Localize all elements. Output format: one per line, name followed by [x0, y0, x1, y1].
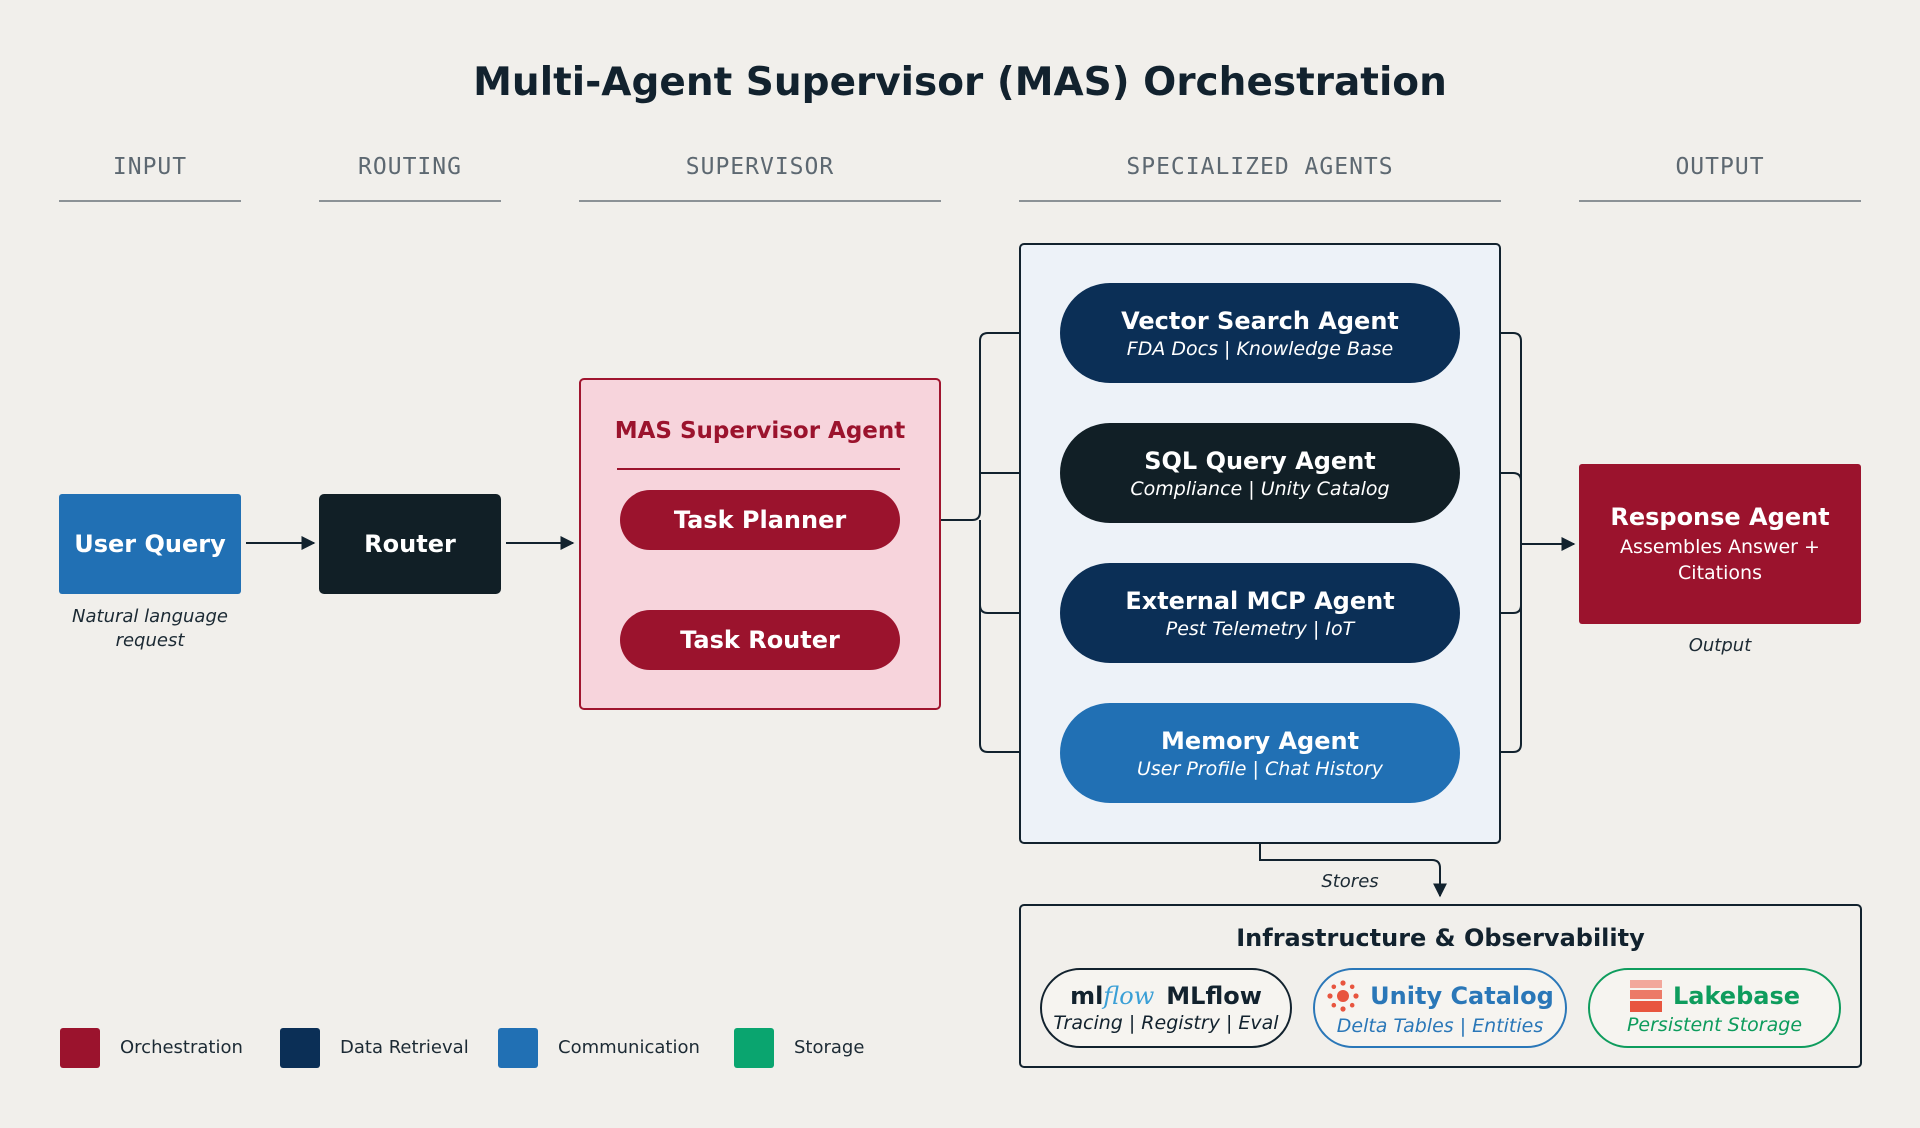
response-agent-title: Response Agent — [1610, 502, 1830, 531]
mlflow-node[interactable]: mlflow MLflow Tracing | Registry | Eval — [1040, 968, 1292, 1048]
legend-swatch-communication — [498, 1028, 538, 1068]
mlflow-logo-ml: ml — [1070, 982, 1104, 1010]
user-query-label: User Query — [74, 530, 226, 558]
legend-swatch-storage — [734, 1028, 774, 1068]
agent-sources: FDA Docs | Knowledge Base — [1126, 337, 1394, 360]
router-node[interactable]: Router — [319, 494, 501, 594]
legend-swatch-orchestration — [60, 1028, 100, 1068]
lakebase-node[interactable]: Lakebase Persistent Storage — [1588, 968, 1841, 1048]
infrastructure-title: Infrastructure & Observability — [1236, 924, 1645, 952]
column-header-input: INPUT — [59, 152, 241, 202]
unity-catalog-icon — [1327, 980, 1359, 1012]
sql-query-agent[interactable]: SQL Query Agent Compliance | Unity Catal… — [1060, 423, 1460, 523]
fanout-planner-to-agents — [903, 326, 1054, 521]
fanin-vector-agent — [1466, 332, 1522, 544]
mlflow-name: MLflow — [1166, 982, 1262, 1010]
agent-sources: User Profile | Chat History — [1137, 757, 1383, 780]
agent-sources: Pest Telemetry | IoT — [1165, 617, 1355, 640]
output-caption: Output — [1688, 635, 1752, 656]
column-header-agents: SPECIALIZED AGENTS — [1019, 152, 1501, 202]
arrow-stores-to-infra — [1259, 804, 1447, 898]
legend-label-communication: Communication — [558, 1037, 700, 1058]
mlflow-logo-icon: mlflow — [1070, 982, 1154, 1010]
user-query-caption: Natural language request — [72, 606, 228, 651]
lakebase-name: Lakebase — [1672, 982, 1801, 1010]
column-header-output: OUTPUT — [1579, 152, 1861, 202]
agent-sources: Compliance | Unity Catalog — [1130, 477, 1390, 500]
agent-name: SQL Query Agent — [1144, 446, 1376, 475]
legend-swatch-data-retrieval — [280, 1028, 320, 1068]
stores-label: Stores — [1321, 871, 1379, 892]
legend-label-data-retrieval: Data Retrieval — [340, 1037, 469, 1058]
fanout-to-memory-agent — [979, 605, 1054, 759]
unity-catalog-node[interactable]: Unity Catalog Delta Tables | Entities — [1313, 968, 1567, 1048]
fanin-memory-agent — [1466, 544, 1522, 753]
supervisor-title: MAS Supervisor Agent — [614, 418, 906, 444]
unity-catalog-sub: Delta Tables | Entities — [1336, 1015, 1544, 1037]
task-router-node[interactable]: Task Router — [620, 610, 900, 670]
unity-catalog-header: Unity Catalog — [1326, 979, 1554, 1013]
response-agent-sub: Assembles Answer + Citations — [1620, 535, 1820, 584]
lakebase-sub: Persistent Storage — [1626, 1014, 1803, 1036]
page-title: Multi-Agent Supervisor (MAS) Orchestrati… — [473, 60, 1447, 105]
legend-label-storage: Storage — [794, 1037, 865, 1058]
legend-label-orchestration: Orchestration — [120, 1037, 243, 1058]
external-mcp-agent[interactable]: External MCP Agent Pest Telemetry | IoT — [1060, 563, 1460, 663]
memory-agent[interactable]: Memory Agent User Profile | Chat History — [1060, 703, 1460, 803]
column-header-routing: ROUTING — [319, 152, 501, 202]
mlflow-logo-flow: flow — [1103, 982, 1155, 1010]
lakebase-icon — [1629, 980, 1662, 1012]
mlflow-sub: Tracing | Registry | Eval — [1053, 1012, 1279, 1034]
agent-name: Vector Search Agent — [1121, 306, 1399, 335]
response-agent-node[interactable]: Response Agent Assembles Answer + Citati… — [1579, 464, 1861, 624]
agent-name: Memory Agent — [1160, 726, 1360, 755]
task-planner-node[interactable]: Task Planner — [620, 490, 900, 550]
column-header-supervisor: SUPERVISOR — [579, 152, 941, 202]
user-query-node[interactable]: User Query — [59, 494, 241, 594]
agent-name: External MCP Agent — [1125, 586, 1395, 615]
unity-catalog-name: Unity Catalog — [1370, 982, 1554, 1010]
router-label: Router — [364, 530, 456, 558]
fanin-sql-agent — [1466, 472, 1522, 482]
lakebase-header: Lakebase — [1629, 980, 1800, 1012]
supervisor-divider — [617, 468, 900, 470]
mlflow-header: mlflow MLflow — [1070, 982, 1262, 1010]
vector-search-agent[interactable]: Vector Search Agent FDA Docs | Knowledge… — [1060, 283, 1460, 383]
